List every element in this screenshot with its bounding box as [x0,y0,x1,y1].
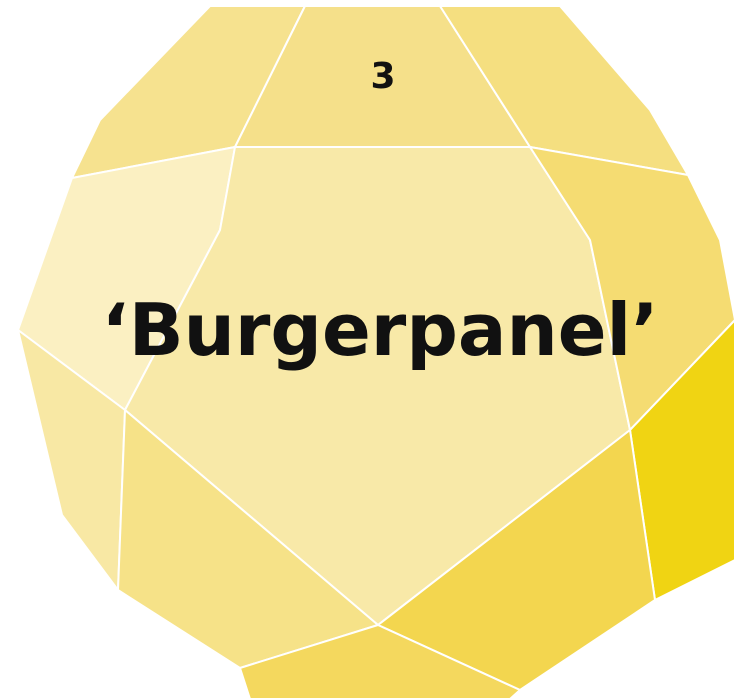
badge-title: ‘Burgerpanel’ [101,288,658,372]
badge-number: 3 [370,56,395,97]
